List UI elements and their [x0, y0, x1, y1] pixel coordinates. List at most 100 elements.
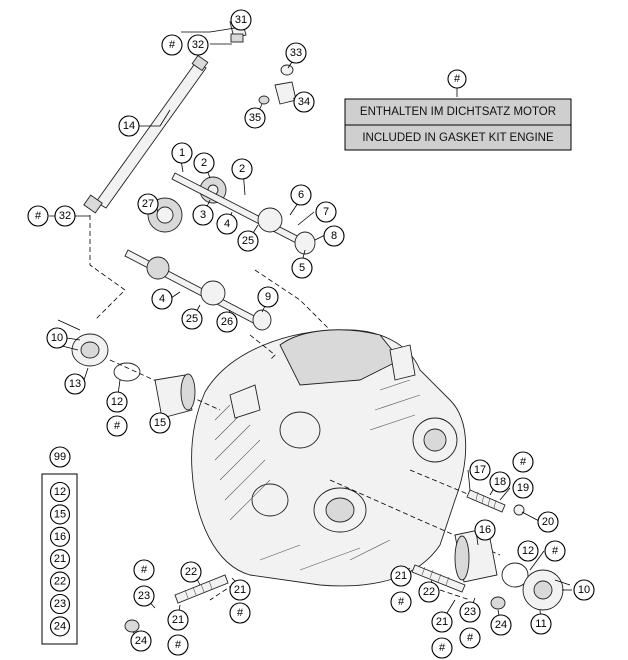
svg-text:20: 20 — [542, 516, 554, 528]
svg-text:2: 2 — [201, 157, 207, 169]
callout-c27: 27 — [137, 193, 159, 215]
callout-c16: 16 — [474, 519, 496, 541]
svg-text:18: 18 — [494, 476, 506, 488]
callout-c32a: 32 — [187, 34, 209, 56]
svg-text:33: 33 — [290, 47, 302, 59]
svg-text:21: 21 — [172, 614, 184, 626]
svg-text:12: 12 — [111, 396, 123, 408]
svg-text:27: 27 — [142, 198, 154, 210]
svg-text:#: # — [398, 596, 405, 608]
callout-c25b: 25 — [181, 308, 203, 330]
callout-c23a: 23 — [459, 601, 481, 623]
callout-c10b: 10 — [573, 579, 595, 601]
callout-c34: 34 — [293, 91, 315, 113]
svg-text:4: 4 — [224, 218, 230, 230]
svg-text:22: 22 — [54, 576, 66, 588]
svg-text:21: 21 — [54, 553, 66, 565]
svg-text:8: 8 — [331, 230, 337, 242]
callout-kit-item-3: 21 — [49, 549, 71, 570]
svg-text:#: # — [175, 639, 182, 651]
svg-text:17: 17 — [474, 464, 486, 476]
svg-text:3: 3 — [200, 209, 206, 221]
svg-text:99: 99 — [54, 451, 66, 463]
svg-text:#: # — [35, 210, 42, 222]
callout-h1: # — [161, 34, 183, 56]
callout-c8: 8 — [323, 225, 345, 247]
svg-text:7: 7 — [323, 206, 329, 218]
callout-h9: # — [133, 559, 155, 581]
svg-text:24: 24 — [495, 619, 507, 631]
legend-text-en: INCLUDED IN GASKET KIT ENGINE — [362, 132, 554, 144]
svg-text:4: 4 — [159, 293, 165, 305]
callout-h5: # — [544, 540, 566, 562]
callout-c12a: 12 — [106, 391, 128, 413]
svg-text:32: 32 — [192, 39, 204, 51]
callout-c21d: 21 — [167, 609, 189, 631]
callout-h7: # — [431, 637, 453, 659]
callout-h8: # — [459, 627, 481, 649]
svg-text:12: 12 — [54, 486, 66, 498]
svg-text:26: 26 — [221, 316, 233, 328]
svg-text:15: 15 — [154, 417, 166, 429]
callout-c5: 5 — [291, 257, 313, 279]
callout-c24a: 24 — [490, 614, 512, 636]
callout-kit-item-5: 23 — [49, 593, 71, 615]
svg-text:#: # — [467, 632, 474, 644]
callout-h10: # — [229, 602, 251, 624]
svg-text:10: 10 — [578, 584, 590, 596]
callout-c11: 11 — [530, 613, 552, 635]
svg-text:31: 31 — [235, 14, 247, 26]
callout-kit-item-6: 24 — [49, 616, 71, 637]
callout-c21a: 21 — [390, 565, 412, 587]
svg-text:23: 23 — [54, 598, 66, 610]
svg-text:34: 34 — [298, 96, 310, 108]
callout-c10a: 10 — [46, 327, 68, 349]
svg-text:#: # — [169, 39, 176, 51]
callout-h11: # — [167, 634, 189, 656]
svg-text:32: 32 — [59, 210, 71, 222]
crankcase-drawing — [191, 329, 467, 587]
callout-c26: 26 — [216, 311, 238, 333]
callout-kit-item-2: 16 — [49, 526, 71, 547]
svg-text:#: # — [454, 73, 461, 85]
svg-text:#: # — [520, 456, 527, 468]
callout-c18: 18 — [489, 471, 511, 493]
svg-text:21: 21 — [234, 584, 246, 596]
svg-text:#: # — [552, 545, 559, 557]
callout-c22b: 22 — [180, 561, 202, 583]
svg-text:#: # — [114, 420, 121, 432]
svg-text:5: 5 — [299, 262, 305, 274]
svg-text:6: 6 — [298, 189, 304, 201]
svg-text:1: 1 — [179, 147, 185, 159]
callout-h2: # — [27, 205, 49, 227]
svg-text:24: 24 — [135, 635, 147, 647]
callout-c1: 1 — [171, 142, 193, 164]
callout-c31: 31 — [230, 9, 252, 31]
svg-text:19: 19 — [517, 482, 529, 494]
callout-kit-item-0: 12 — [49, 481, 71, 503]
callout-c21c: 21 — [229, 579, 251, 601]
svg-text:24: 24 — [54, 620, 66, 632]
svg-text:12: 12 — [522, 545, 534, 557]
svg-text:#: # — [141, 564, 148, 576]
legend-text-de: ENTHALTEN IM DICHTSATZ MOTOR — [360, 106, 556, 118]
callout-h3: # — [106, 415, 128, 437]
callout-c13: 13 — [64, 373, 86, 395]
svg-text:#: # — [237, 607, 244, 619]
callout-c14: 14 — [118, 115, 140, 137]
callout-c12b: 12 — [517, 540, 539, 562]
callout-kit-number: 99 — [49, 446, 71, 468]
callout-c25a: 25 — [237, 230, 259, 252]
callout-h4: # — [512, 451, 534, 473]
callout-c19: 19 — [512, 477, 534, 499]
svg-text:10: 10 — [51, 332, 63, 344]
callout-c9: 9 — [257, 286, 279, 308]
callout-c2b: 2 — [231, 158, 253, 180]
callout-c2a: 2 — [193, 152, 215, 174]
svg-text:16: 16 — [54, 531, 66, 543]
callout-c4a: 4 — [216, 213, 238, 235]
svg-text:2: 2 — [239, 163, 245, 175]
svg-text:#: # — [439, 642, 446, 654]
